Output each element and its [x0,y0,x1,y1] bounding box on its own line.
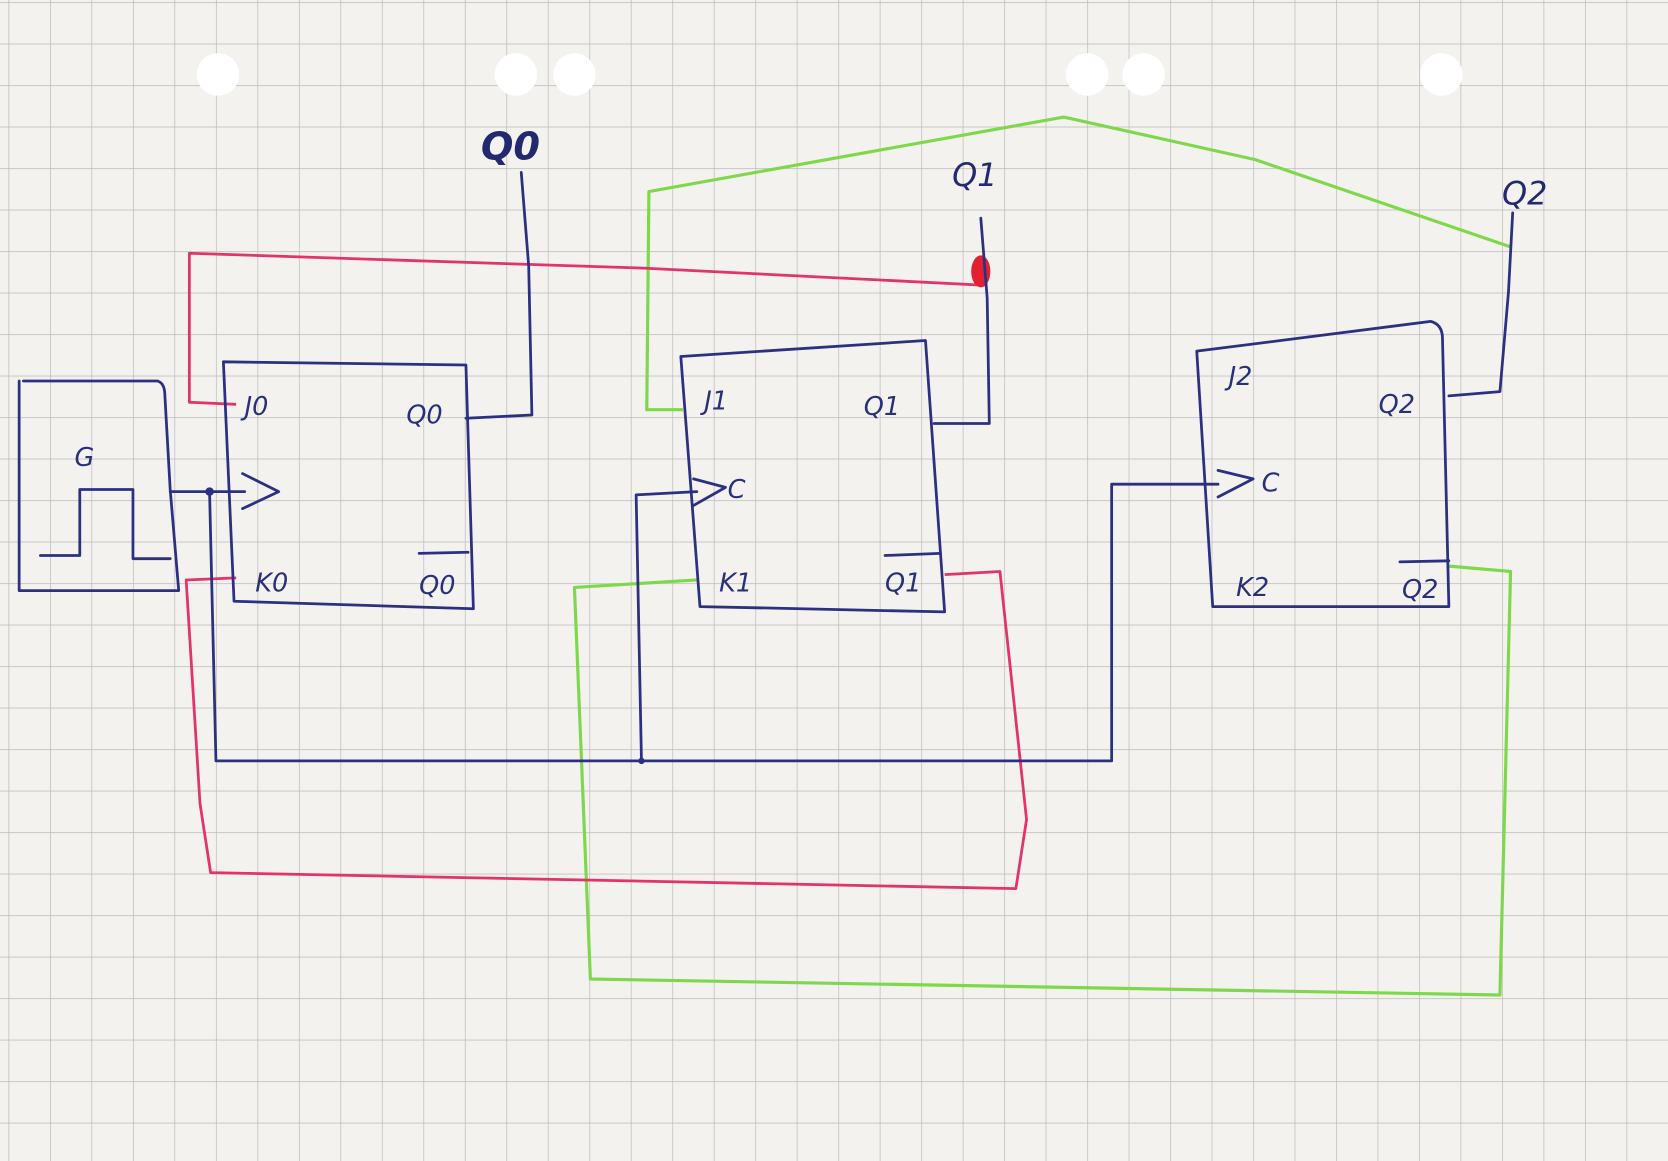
q2-label: Q2 [1379,390,1415,420]
q0-label: Q0 [406,401,442,431]
wire-q1bar-to-k0 [184,570,1028,890]
junction-dot [205,487,214,496]
j2-label: J2 [1224,362,1253,392]
q2bar-label: Q2 [1402,575,1438,605]
q0bar-label: Q0 [419,571,455,601]
j1-label: J1 [699,387,728,417]
clock-triangle-icon [241,472,281,511]
junction-dot [638,757,645,765]
k1-label: K1 [719,569,752,599]
generator-label: G [74,443,94,473]
junction-dot-red [971,255,991,288]
punch-holes [196,53,1463,96]
square-wave-icon [39,488,172,561]
wire-q2bar-to-k1 [572,564,1513,997]
c1-label: C [728,475,746,505]
k2-label: K2 [1236,573,1269,603]
q1-label: Q1 [864,392,900,422]
flipflop-2: J2 C K2 Q2 Q2 [1195,319,1451,608]
clock-triangle-icon [1216,468,1255,499]
q1bar-label: Q1 [885,569,921,599]
wire-q0-out [464,171,534,420]
output-q1-label: Q1 [952,156,997,194]
flipflop-1: J1 C K1 Q1 Q1 [679,339,947,614]
k0-label: K0 [255,569,288,599]
c2-label: C [1262,469,1280,499]
output-q2-label: Q2 [1502,174,1547,212]
clock-triangle-icon [692,477,727,507]
output-q0-label: Q0 [481,125,540,170]
flipflop-0: J0 K0 Q0 Q0 [222,360,475,611]
wire-q2-out [1447,211,1515,398]
j0-label: J0 [240,392,269,422]
clock-generator: G [17,379,181,592]
wire-q1-to-j0 [187,251,985,406]
wire-q2-to-j1 [645,115,1512,412]
wire-q1-out [932,216,991,425]
